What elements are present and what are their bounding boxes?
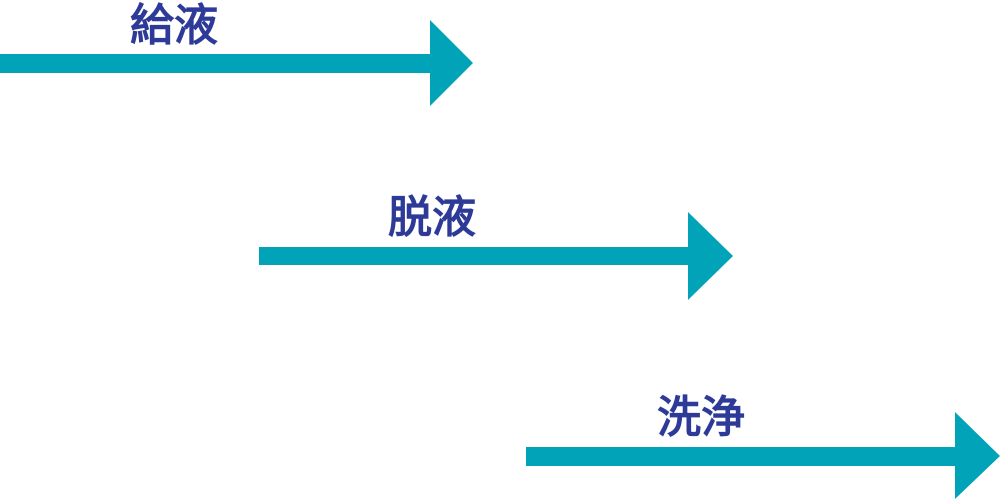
step-1-arrow-icon <box>0 20 473 106</box>
step-2-label: 脱液 <box>388 192 476 243</box>
step-2-arrow-icon <box>259 212 733 300</box>
step-1-label: 給液 <box>130 0 218 51</box>
step-3-arrow-icon <box>526 412 1000 499</box>
step-3-label: 洗浄 <box>657 392 745 443</box>
